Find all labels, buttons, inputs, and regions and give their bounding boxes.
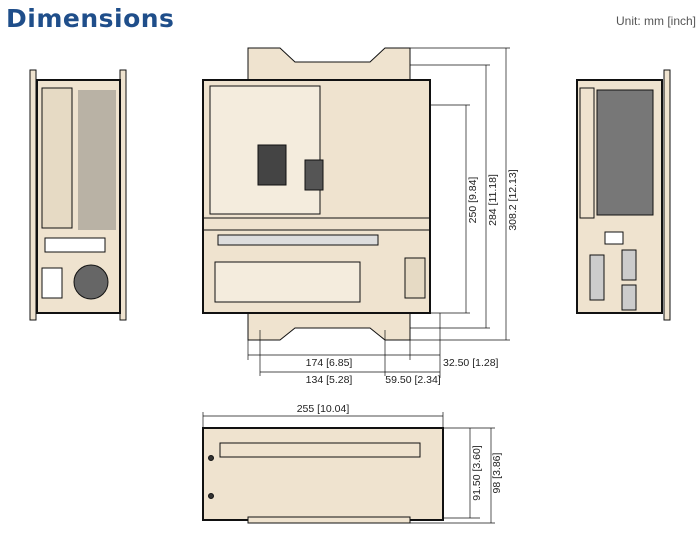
right-view: [576, 69, 671, 321]
top-view: [202, 47, 431, 341]
dim-bracket-offset: 32.50 [1.28]: [443, 357, 499, 369]
dim-height-total: 308.2 [12.13]: [507, 169, 519, 230]
dim-hole-offset: 59.50 [2.34]: [385, 374, 441, 386]
left-view: [29, 69, 127, 321]
dim-side-height-body: 91.50 [3.60]: [471, 445, 483, 501]
dimension-lines: [202, 47, 510, 524]
dim-side-length: 255 [10.04]: [297, 403, 350, 415]
dim-hole-spacing: 134 [5.28]: [306, 374, 353, 386]
unit-label: Unit: mm [inch]: [615, 14, 696, 28]
dim-side-height-total: 98 [3.86]: [491, 452, 503, 493]
dim-height-body: 250 [9.84]: [467, 177, 479, 224]
dim-width-bracket: 174 [6.85]: [306, 357, 353, 369]
page-title: Dimensions: [6, 4, 175, 33]
side-view: [202, 427, 444, 524]
dim-height-holes: 284 [11.18]: [487, 174, 499, 226]
